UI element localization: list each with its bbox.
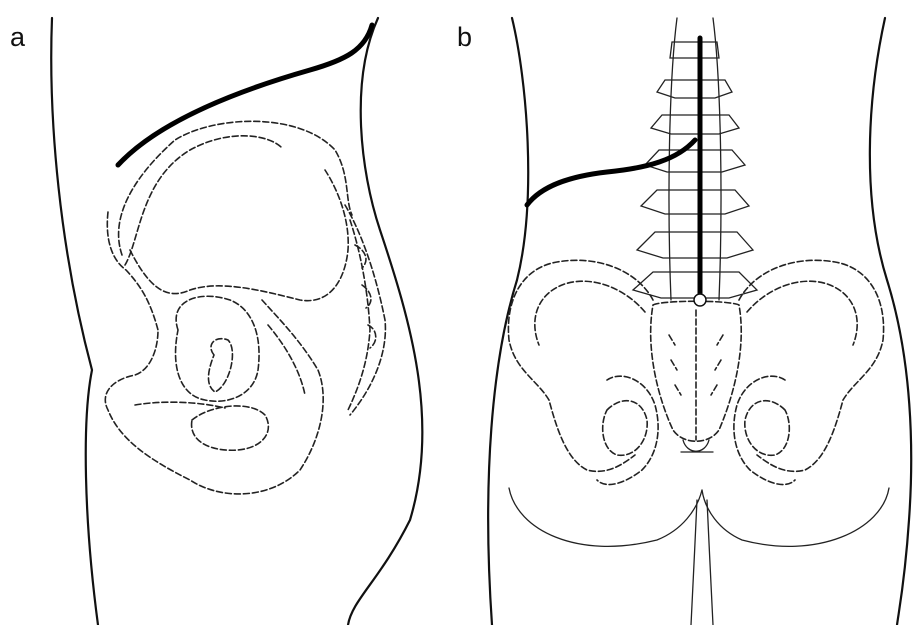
panel-a-lateral-view: a <box>0 0 457 625</box>
sacrum-outline <box>345 205 385 415</box>
right-iliac-inner <box>747 281 857 345</box>
sacral-foramen-l1 <box>669 335 675 345</box>
torso-outline-right <box>870 18 911 625</box>
left-ischium <box>597 376 658 484</box>
vertebra-7 <box>633 272 757 298</box>
vertebra-5 <box>641 190 749 214</box>
ischium-pubis-outline <box>105 300 323 494</box>
left-iliac-wing <box>508 260 653 471</box>
gluteal-cleft-left <box>691 500 697 625</box>
left-obturator <box>603 401 648 456</box>
right-iliac-wing <box>739 260 884 471</box>
sacral-foramen-r2 <box>715 360 721 370</box>
anterior-pelvic-edge <box>107 212 158 330</box>
sacral-foramen-l2 <box>671 360 677 370</box>
lumbar-vertebrae <box>633 18 757 300</box>
iliac-inner-contour <box>130 170 348 301</box>
vertebra-1 <box>670 42 719 58</box>
gluteal-cleft-right <box>707 500 713 625</box>
buttock-right <box>702 488 889 546</box>
acetabulum-outline <box>176 296 260 401</box>
sacrum-inner-outline <box>348 220 370 410</box>
obturator-foramen <box>192 406 269 450</box>
sacral-foramen-l3 <box>675 385 681 395</box>
panel-b-posterior-view: b <box>457 0 914 625</box>
posterior-spine-pelvis-drawing <box>457 0 914 625</box>
catheter-line <box>118 25 372 165</box>
sacral-foramen-r3 <box>711 385 717 395</box>
pubic-ramus <box>135 402 225 408</box>
sacral-foramen-r1 <box>717 335 723 345</box>
ischial-curve <box>268 325 305 395</box>
right-obturator <box>745 401 790 456</box>
left-iliac-inner <box>535 281 645 345</box>
buttock-left <box>509 488 702 546</box>
vertebra-6 <box>637 232 753 258</box>
vertebra-3 <box>651 115 739 134</box>
body-outline-front <box>348 18 422 625</box>
body-outline-back <box>51 18 98 625</box>
vertebra-2 <box>657 80 732 98</box>
femoral-head <box>208 339 232 392</box>
lateral-pelvis-drawing <box>0 0 457 625</box>
iliac-crest-inner <box>125 136 282 265</box>
right-ischium <box>734 376 795 484</box>
catheter-tip <box>694 294 706 306</box>
